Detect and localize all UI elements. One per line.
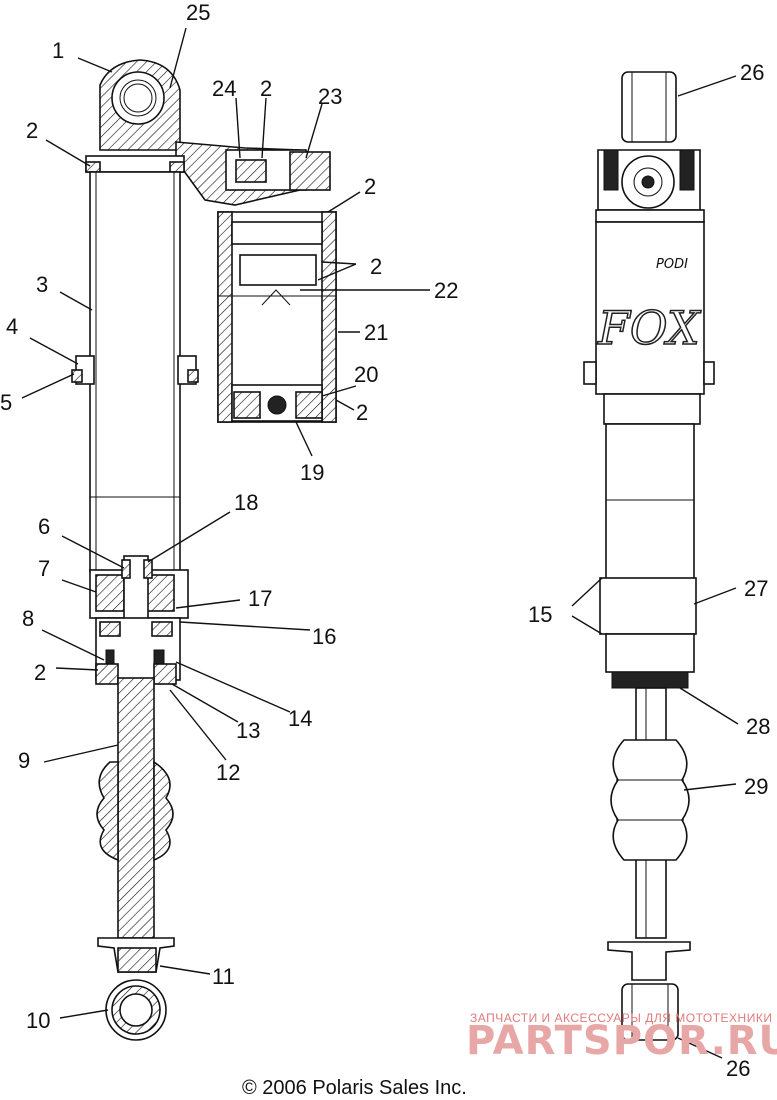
callout-2a: 2 [26,118,38,143]
callout-8: 8 [22,606,34,631]
callout-19: 19 [300,460,324,485]
callout-26a: 26 [740,60,764,85]
callout-18: 18 [234,490,258,515]
callout-17: 17 [248,586,272,611]
callout-24: 24 [212,76,236,101]
callout-22: 22 [434,278,458,303]
watermark: ЗАПЧАСТИ И АКСЕССУАРЫ ДЛЯ МОТОТЕХНИКИ PA… [466,1011,777,1064]
callout-7: 7 [38,556,50,581]
callout-25: 25 [186,0,210,25]
copyright-text: © 2006 Polaris Sales Inc. [242,1077,467,1099]
callout-11: 11 [212,964,235,989]
callout-labels: 1 25 2 3 4 5 6 7 8 2 9 10 11 12 13 14 16… [0,0,770,1081]
leader-lines [21,27,739,1059]
callout-29: 29 [744,774,768,799]
left-shock-section [71,59,337,1041]
callout-2f: 2 [356,400,368,425]
callout-4: 4 [6,314,18,339]
callout-27: 27 [744,576,768,601]
callout-21: 21 [364,320,388,345]
watermark-brand: PARTSPOR.RU [466,1018,777,1064]
callout-14: 14 [288,706,312,731]
callout-3: 3 [36,272,48,297]
callout-26b: 26 [726,1056,750,1081]
fox-logo-text: FOX [597,301,702,355]
callout-28: 28 [746,714,770,739]
callout-5: 5 [0,390,12,415]
callout-16: 16 [312,624,336,649]
callout-2c: 2 [364,174,376,199]
callout-2d: 2 [370,254,382,279]
callout-6: 6 [38,514,50,539]
callout-12: 12 [216,760,240,785]
right-shock-exterior: PODI FOX [583,71,715,1041]
podi-label: PODI [656,257,688,272]
callout-10: 10 [26,1008,50,1033]
watermark-tagline: ЗАПЧАСТИ И АКСЕССУАРЫ ДЛЯ МОТОТЕХНИКИ [470,1011,772,1025]
callout-15: 15 [528,602,552,627]
callout-2e: 2 [34,660,46,685]
callout-9: 9 [18,748,30,773]
callout-13: 13 [236,718,260,743]
callout-23: 23 [318,84,342,109]
callout-1: 1 [52,38,64,63]
callout-2b: 2 [260,76,272,101]
callout-20: 20 [354,362,378,387]
